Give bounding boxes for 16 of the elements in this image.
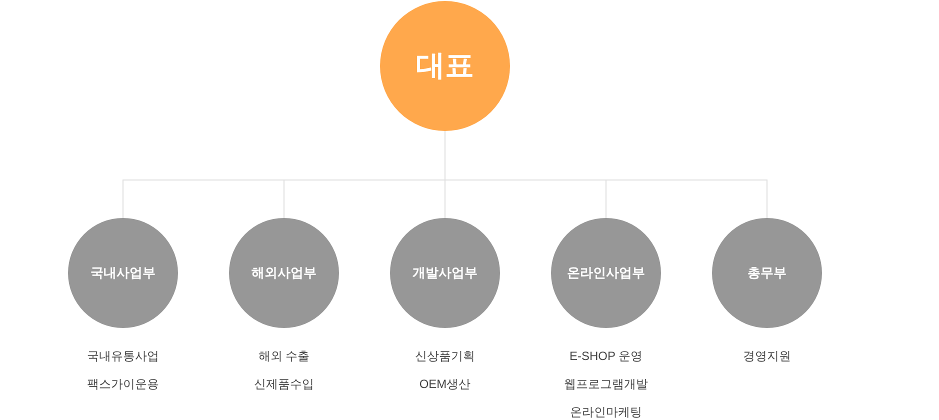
node-label: 온라인사업부 xyxy=(567,264,645,282)
duty-text: E-SHOP 운영 xyxy=(569,348,643,364)
duty-text: OEM생산 xyxy=(419,376,471,392)
node-label: 국내사업부 xyxy=(90,264,156,282)
node-label: 개발사업부 xyxy=(412,264,478,282)
duty-text: 신제품수입 xyxy=(254,376,314,392)
duty-text: 신상품기획 xyxy=(415,348,475,364)
duty-text: 팩스가이운용 xyxy=(87,376,159,392)
duty-text: 웹프로그램개발 xyxy=(564,376,648,392)
node-label: 대표 xyxy=(416,49,474,84)
duty-text: 경영지원 xyxy=(743,348,791,364)
node-label: 해외사업부 xyxy=(252,264,316,282)
duty-text: 해외 수출 xyxy=(258,348,310,364)
duty-text: 국내유통사업 xyxy=(87,348,159,364)
node-label: 총무부 xyxy=(748,264,786,282)
duty-text: 온라인마케팅 xyxy=(570,404,642,420)
